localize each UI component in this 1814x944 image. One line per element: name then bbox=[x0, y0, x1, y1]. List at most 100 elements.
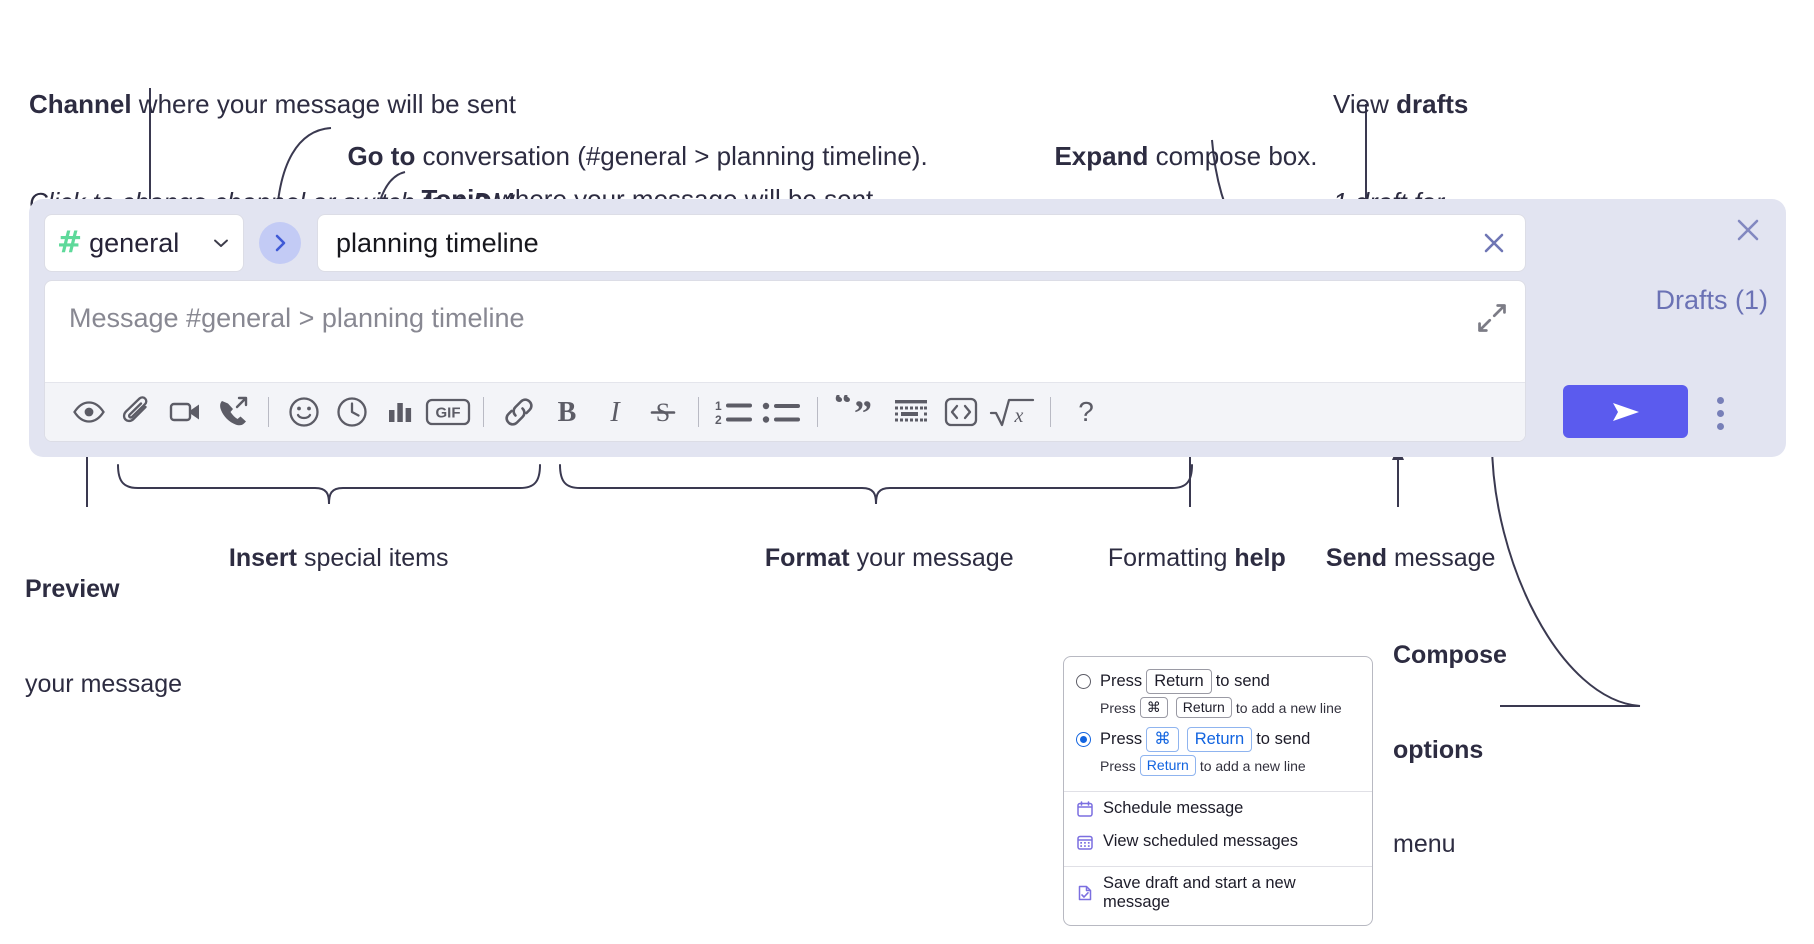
annotation-goto: Go to conversation (#general > planning … bbox=[333, 107, 927, 173]
reminder-button[interactable] bbox=[328, 388, 376, 436]
separator-5 bbox=[1050, 397, 1051, 427]
annotation-compose-options-bold-1: Compose bbox=[1393, 641, 1507, 669]
strikethrough-button[interactable]: S bbox=[639, 388, 687, 436]
bulleted-list-button[interactable] bbox=[758, 388, 806, 436]
square-root-x-icon: x bbox=[989, 398, 1035, 427]
key-return-sub-2: Return bbox=[1139, 755, 1196, 776]
poll-button[interactable] bbox=[376, 388, 424, 436]
clear-topic-button[interactable] bbox=[1477, 226, 1511, 260]
svg-text:I: I bbox=[609, 397, 621, 428]
annotation-send-rest: message bbox=[1387, 543, 1496, 572]
svg-text:GIF: GIF bbox=[436, 405, 461, 422]
send-option-return-tail: to send bbox=[1215, 672, 1270, 690]
kebab-menu-icon bbox=[1716, 396, 1724, 404]
math-button[interactable]: x bbox=[985, 388, 1039, 436]
topic-input[interactable]: planning timeline bbox=[336, 227, 539, 258]
italic-button[interactable]: I bbox=[591, 388, 639, 436]
close-composer-button[interactable] bbox=[1731, 213, 1765, 247]
send-option-cmd-press: Press bbox=[1100, 730, 1143, 748]
italic-icon: I bbox=[609, 397, 621, 428]
annotation-drafts-lead: View bbox=[1333, 88, 1397, 119]
annotation-preview: Preview your message bbox=[25, 511, 182, 732]
key-command-2: ⌘ bbox=[1146, 727, 1179, 752]
document-check-icon bbox=[1076, 884, 1094, 902]
smiley-icon bbox=[289, 397, 319, 427]
annotation-help: Formatting help bbox=[1094, 511, 1286, 574]
bar-chart-icon bbox=[389, 403, 412, 422]
preview-button[interactable] bbox=[65, 388, 113, 436]
key-return-2: Return bbox=[1186, 727, 1253, 752]
annotation-channel-bold: Channel bbox=[29, 88, 132, 119]
send-option-cmd-return[interactable]: Press ⌘ Return to send bbox=[1064, 725, 1372, 752]
hash-icon: # bbox=[57, 225, 83, 260]
message-input-area[interactable]: Message #general > planning timeline bbox=[44, 280, 1526, 442]
annotation-goto-bold: Go to bbox=[347, 140, 416, 171]
attach-button[interactable] bbox=[113, 388, 161, 436]
emoji-button[interactable] bbox=[280, 388, 328, 436]
sub-press-2: Press bbox=[1100, 757, 1136, 774]
kebab-dot-3 bbox=[1716, 422, 1724, 430]
clock-icon bbox=[337, 397, 367, 427]
blockquote-button[interactable]: “ ” bbox=[829, 388, 885, 436]
annotation-expand-bold: Expand bbox=[1054, 140, 1149, 171]
send-option-return-sub: Press ⌘ Return to add a new line bbox=[1064, 694, 1372, 725]
send-option-return[interactable]: Press Return to send bbox=[1064, 667, 1372, 694]
annotation-insert-rest: special items bbox=[297, 543, 449, 572]
annotation-insert: Insert special items bbox=[215, 511, 449, 574]
svg-text:2: 2 bbox=[715, 413, 722, 427]
svg-text:”: ” bbox=[854, 395, 872, 429]
formatting-toolbar: GIF B bbox=[45, 382, 1525, 441]
compose-options-menu: Press Return to send Press ⌘ Return to a… bbox=[1063, 656, 1373, 926]
annotation-compose-options-rest: menu bbox=[1393, 830, 1456, 858]
video-button[interactable] bbox=[161, 388, 209, 436]
sub-tail-1: to add a new line bbox=[1235, 699, 1342, 716]
code-button[interactable] bbox=[937, 388, 985, 436]
link-icon bbox=[505, 398, 533, 426]
radio-cmd-return[interactable] bbox=[1076, 732, 1091, 747]
svg-text:B: B bbox=[558, 397, 577, 428]
bold-button[interactable]: B bbox=[543, 388, 591, 436]
separator-1 bbox=[268, 397, 269, 427]
topic-input-wrapper[interactable]: planning timeline bbox=[317, 214, 1526, 272]
menu-item-save-draft[interactable]: Save draft and start a new message bbox=[1064, 867, 1372, 919]
compose-options-button[interactable] bbox=[1708, 389, 1732, 437]
calendar-icon bbox=[1076, 800, 1094, 818]
code-block-button[interactable] bbox=[885, 388, 937, 436]
gif-icon: GIF bbox=[425, 398, 471, 426]
channel-row: # general planning timeline bbox=[44, 214, 1526, 272]
annotation-help-lead: Formatting bbox=[1107, 543, 1235, 572]
expand-compose-button[interactable] bbox=[1475, 301, 1509, 335]
menu-item-schedule-message[interactable]: Schedule message bbox=[1064, 792, 1372, 825]
radio-return[interactable] bbox=[1076, 674, 1091, 689]
send-option-return-press: Press bbox=[1100, 672, 1143, 690]
annotation-drafts-bold: drafts bbox=[1396, 88, 1469, 119]
huddle-button[interactable] bbox=[209, 388, 257, 436]
phone-forward-icon bbox=[220, 396, 248, 426]
formatting-help-button[interactable]: ? bbox=[1062, 388, 1110, 436]
goto-conversation-button[interactable] bbox=[259, 222, 301, 264]
key-command-1: ⌘ bbox=[1139, 697, 1168, 718]
annotation-send: Send message bbox=[1312, 511, 1496, 574]
bulleted-list-icon bbox=[762, 402, 800, 423]
annotation-expand-rest: compose box. bbox=[1148, 140, 1318, 171]
ordered-list-button[interactable]: 1 2 bbox=[710, 388, 758, 436]
quote-icon: “ ” bbox=[834, 395, 872, 429]
menu-item-view-scheduled[interactable]: View scheduled messages bbox=[1064, 825, 1372, 858]
goto-arrow-icon bbox=[275, 234, 286, 252]
annotation-preview-bold: Preview bbox=[25, 575, 120, 603]
separator-2 bbox=[483, 397, 484, 427]
menu-divider-2 bbox=[1064, 866, 1372, 867]
close-icon bbox=[1484, 233, 1504, 253]
send-button[interactable] bbox=[1563, 385, 1688, 438]
close-icon bbox=[1737, 219, 1759, 241]
menu-item-view-scheduled-label: View scheduled messages bbox=[1103, 832, 1299, 850]
format-brace bbox=[559, 464, 1193, 505]
gif-button[interactable]: GIF bbox=[424, 388, 472, 436]
link-button[interactable] bbox=[495, 388, 543, 436]
drafts-link[interactable]: Drafts (1) bbox=[1655, 285, 1768, 315]
channel-selector[interactable]: # general bbox=[44, 214, 244, 272]
kebab-dot-2 bbox=[1716, 409, 1724, 417]
menu-item-save-draft-label: Save draft and start a new message bbox=[1103, 874, 1296, 911]
annotation-format-rest: your message bbox=[849, 543, 1014, 572]
code-block-icon bbox=[895, 400, 927, 422]
